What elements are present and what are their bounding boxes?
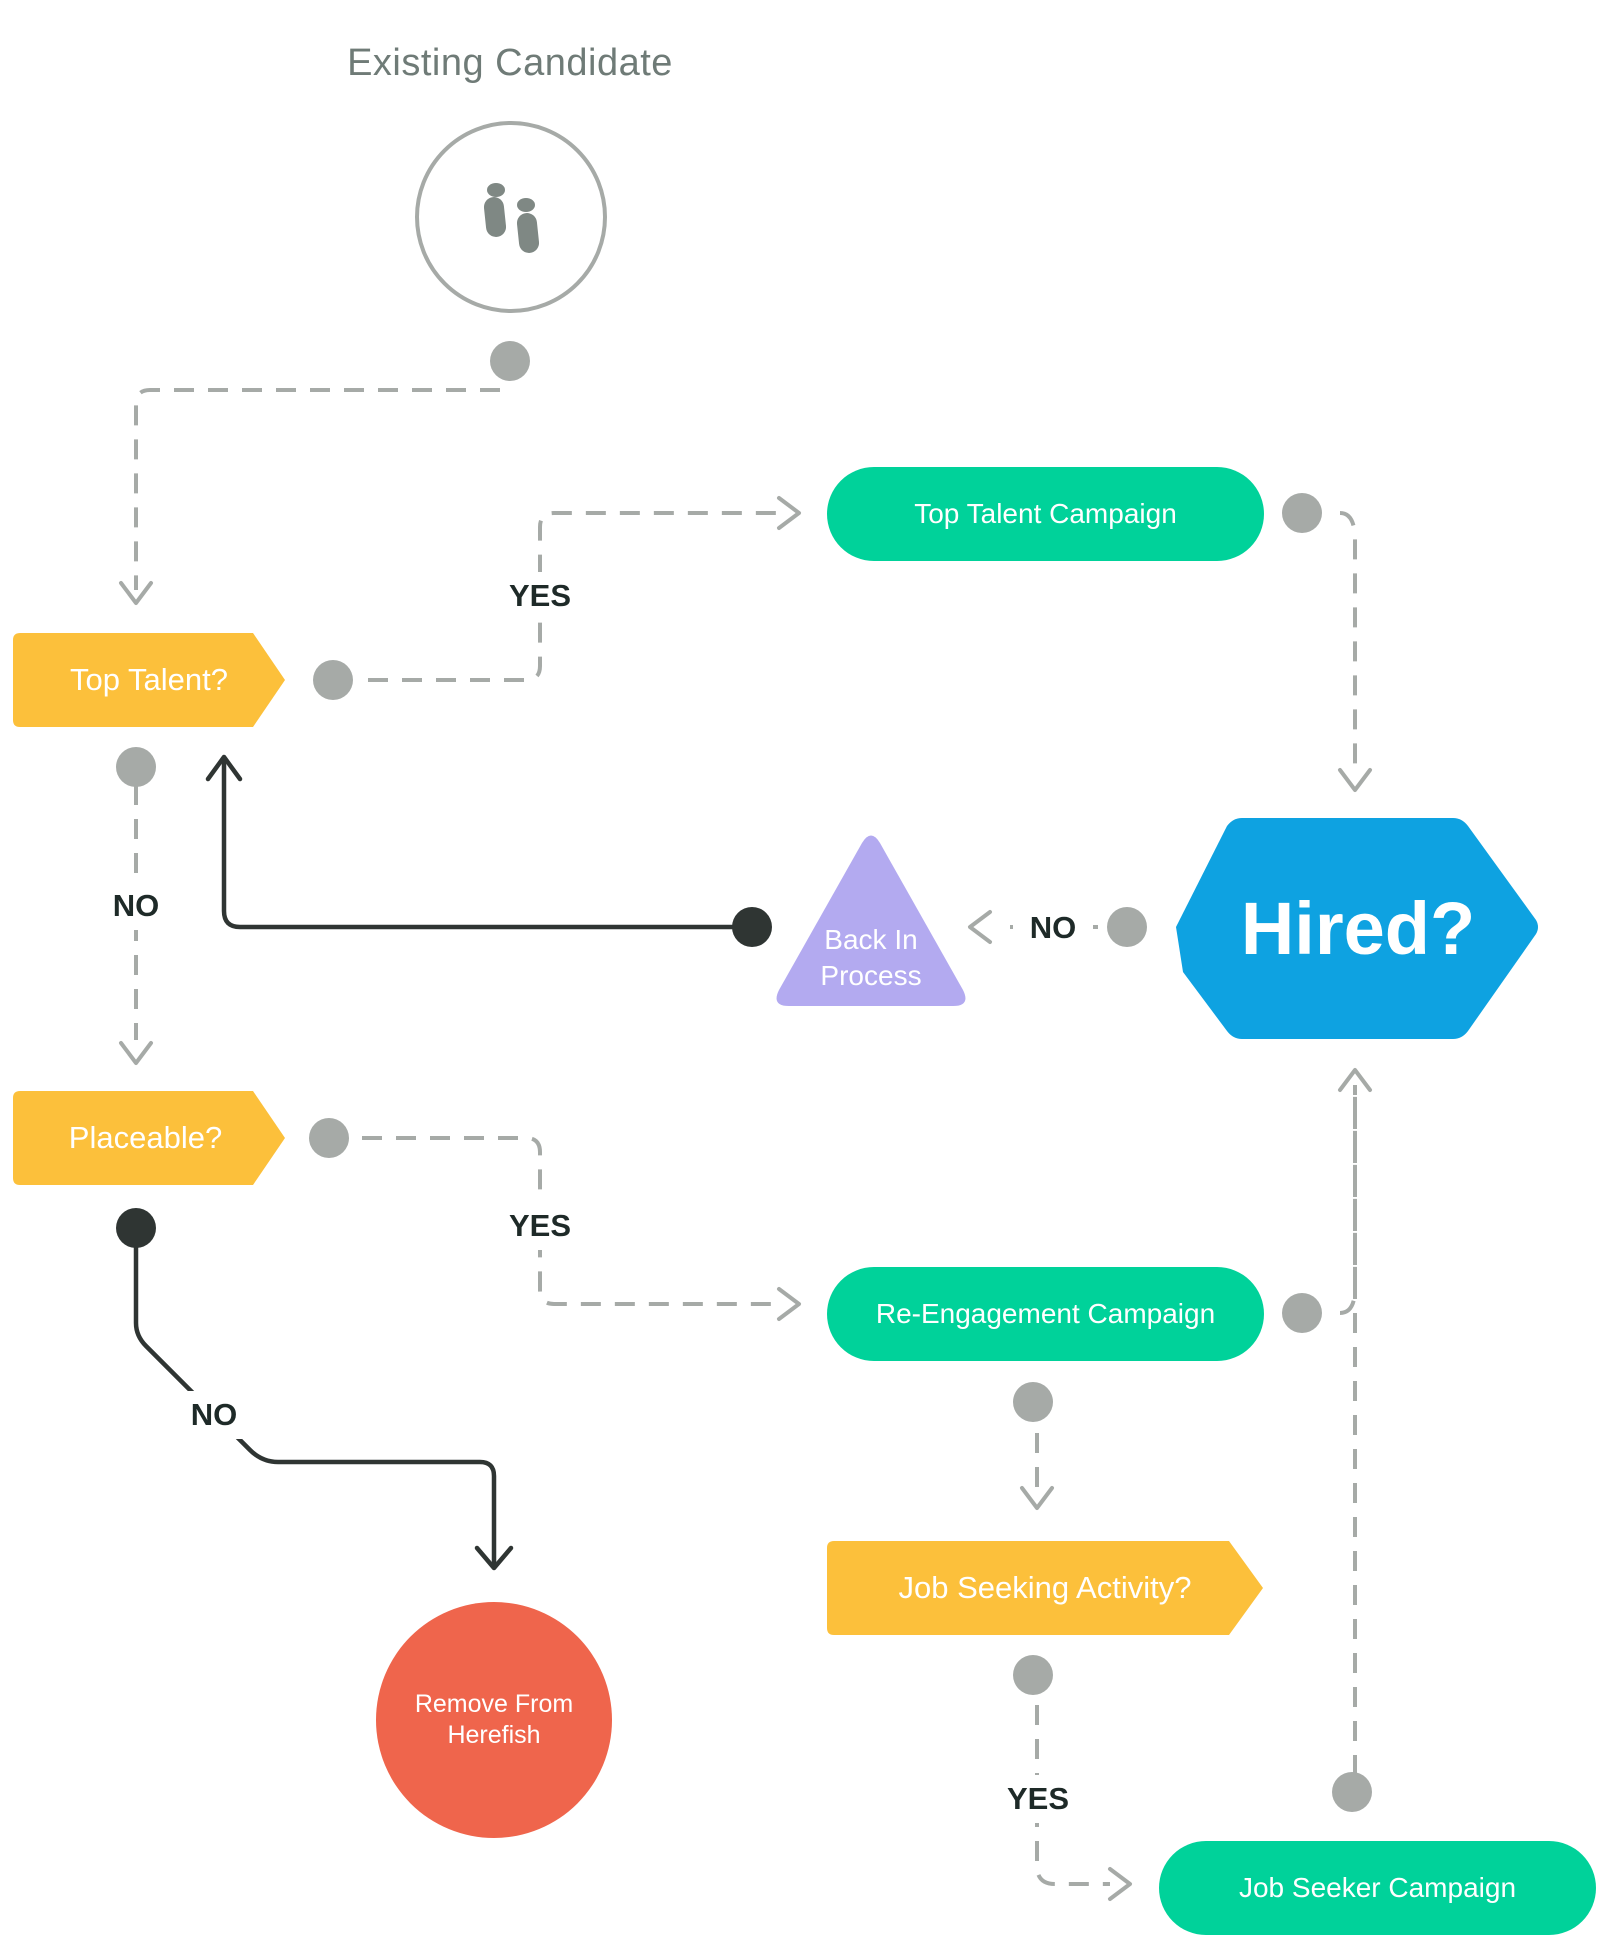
- re-engagement-campaign-node: Re-Engagement Campaign: [875, 1298, 1216, 1329]
- start-node: [415, 121, 607, 313]
- hired-node: Hired?: [1240, 887, 1476, 970]
- connector-top-talent-campaign-to-hired: [1339, 511, 1357, 775]
- top-talent-decision-shape: [13, 633, 285, 727]
- back-in-process-triangle-shape: [776, 835, 966, 1006]
- edge-label-hired-no: NO: [1013, 904, 1093, 952]
- placeable-decision-shape: [13, 1091, 285, 1185]
- connector-dot: [313, 660, 353, 700]
- connector-dot: [309, 1118, 349, 1158]
- job-seeker-campaign-node: Job Seeker Campaign: [1238, 1872, 1517, 1903]
- job-seeking-decision-shape: [827, 1541, 1263, 1635]
- remove-line1: Remove From: [414, 1690, 574, 1718]
- top-talent-node: Top Talent?: [70, 662, 228, 697]
- job-seeking-activity-node: Job Seeking Activity?: [898, 1570, 1192, 1605]
- edge-label-top-talent-yes: YES: [498, 572, 582, 620]
- arrowhead-into-hired-bottom: [1338, 1068, 1372, 1092]
- arrowhead-into-re-engagement: [777, 1287, 801, 1321]
- connector-dot: [1107, 907, 1147, 947]
- arrowhead-into-back-in-process: [968, 910, 992, 944]
- connector-dot: [1332, 1772, 1372, 1812]
- edge-label-job-seeking-yes: YES: [996, 1775, 1080, 1823]
- edge-label-placeable-yes: YES: [498, 1202, 582, 1250]
- arrowhead-back-to-top-talent: [205, 754, 243, 782]
- connector-dot: [1013, 1655, 1053, 1695]
- back-in-process-line1: Back In: [824, 924, 918, 955]
- connector-back-in-process-to-top-talent: [221, 757, 755, 930]
- connector-placeable-no: [133, 1227, 497, 1568]
- connector-dot-dark: [116, 1208, 156, 1248]
- back-in-process-node: Back In Process: [776, 918, 966, 998]
- back-in-process-line2: Process: [820, 960, 922, 991]
- connector-dot: [1282, 493, 1322, 533]
- connector-dot: [1282, 1293, 1322, 1333]
- connector-start-to-top-talent: [134, 388, 500, 590]
- connector-job-seeking-yes: [1035, 1705, 1110, 1886]
- edge-label-placeable-no: NO: [176, 1391, 252, 1439]
- arrowhead-into-job-seeking: [1020, 1486, 1054, 1510]
- connector-re-engagement-to-hired: [1339, 1085, 1357, 1315]
- connector-dot: [490, 341, 530, 381]
- connector-dot-dark: [732, 907, 772, 947]
- remove-from-herefish-shape: [376, 1602, 612, 1838]
- footprints-icon: [483, 183, 540, 253]
- connector-dot: [1013, 1382, 1053, 1422]
- top-talent-campaign-shape: [827, 467, 1264, 561]
- arrowhead-into-hired-top: [1338, 768, 1372, 792]
- remove-line2: Herefish: [447, 1721, 541, 1749]
- arrowhead-into-top-talent-campaign: [777, 496, 801, 530]
- placeable-node: Placeable?: [68, 1120, 223, 1155]
- re-engagement-campaign-shape: [827, 1267, 1264, 1361]
- arrowhead-into-placeable: [119, 1041, 153, 1065]
- arrowhead-into-top-talent: [119, 581, 153, 605]
- edge-label-top-talent-no: NO: [100, 882, 172, 930]
- remove-from-herefish-node: Remove From Herefish: [376, 1680, 612, 1760]
- top-talent-campaign-node: Top Talent Campaign: [914, 498, 1177, 529]
- arrowhead-into-remove: [474, 1545, 514, 1571]
- arrowhead-into-job-seeker-campaign: [1108, 1867, 1132, 1901]
- diagram-title: Existing Candidate: [347, 41, 673, 84]
- hired-hexagon-shape: [1176, 818, 1538, 1039]
- connector-dot: [116, 747, 156, 787]
- job-seeker-campaign-shape: [1159, 1841, 1596, 1935]
